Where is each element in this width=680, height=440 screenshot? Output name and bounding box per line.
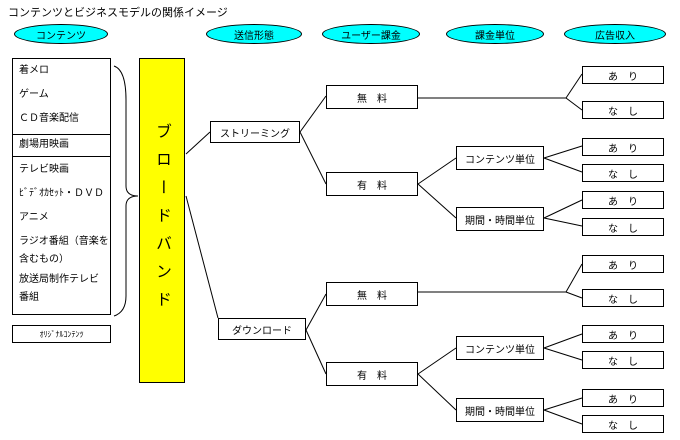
ad-no: な し <box>582 218 664 236</box>
ad-yes: あ り <box>582 66 664 84</box>
fee-free-streaming: 無 料 <box>326 85 418 109</box>
header-fee-unit: 課金単位 <box>446 24 544 44</box>
broadband-bar: ブロードバンド <box>139 58 185 383</box>
content-item: テレビ映画 <box>19 164 69 175</box>
unit-time-download: 期間・時間単位 <box>456 398 544 422</box>
list-divider <box>13 156 110 157</box>
mode-download: ダウンロード <box>218 318 306 340</box>
content-item: 着メロ <box>19 65 49 76</box>
mode-streaming: ストリーミング <box>210 121 300 143</box>
content-item: ゲーム <box>19 89 49 100</box>
content-item: 含むもの） <box>19 254 69 265</box>
content-item: アニメ <box>19 212 49 223</box>
fee-free-download: 無 料 <box>326 282 418 306</box>
content-item: ラジオ番組（音楽を <box>19 236 109 247</box>
diagram-title: コンテンツとビジネスモデルの関係イメージ <box>8 6 228 19</box>
ad-yes: あ り <box>582 138 664 156</box>
ad-no: な し <box>582 101 664 119</box>
ad-yes: あ り <box>582 191 664 209</box>
unit-content-streaming: コンテンツ単位 <box>456 146 544 170</box>
content-item: ＣＤ音楽配信 <box>19 113 79 124</box>
content-item: 劇場用映画 <box>19 139 69 150</box>
fee-paid-streaming: 有 料 <box>326 172 418 196</box>
header-contents: コンテンツ <box>14 24 108 44</box>
header-user-fee: ユーザー課金 <box>322 24 420 44</box>
unit-content-download: コンテンツ単位 <box>456 336 544 360</box>
ad-no: な し <box>582 289 664 307</box>
unit-time-streaming: 期間・時間単位 <box>456 207 544 231</box>
list-divider <box>13 134 110 135</box>
ad-no: な し <box>582 351 664 369</box>
ad-no: な し <box>582 164 664 182</box>
content-item: 番組 <box>19 292 39 303</box>
fee-paid-download: 有 料 <box>326 362 418 386</box>
content-item: ﾋﾞﾃﾞｵｶｾｯﾄ・ＤＶＤ <box>19 188 104 199</box>
ad-yes: あ り <box>582 389 664 407</box>
original-contents-box: ｵﾘｼﾞﾅﾙｺﾝﾃﾝﾂ <box>12 325 111 343</box>
contents-list: 着メロ ゲーム ＣＤ音楽配信 劇場用映画 テレビ映画 ﾋﾞﾃﾞｵｶｾｯﾄ・ＤＶＤ… <box>12 58 111 315</box>
header-transmission: 送信形態 <box>206 24 302 44</box>
header-ad-revenue: 広告収入 <box>564 24 666 44</box>
ad-yes: あ り <box>582 255 664 273</box>
content-item: 放送局制作テレビ <box>19 274 99 285</box>
ad-yes: あ り <box>582 325 664 343</box>
ad-no: な し <box>582 415 664 433</box>
broadband-label: ブロードバンド <box>153 122 172 319</box>
